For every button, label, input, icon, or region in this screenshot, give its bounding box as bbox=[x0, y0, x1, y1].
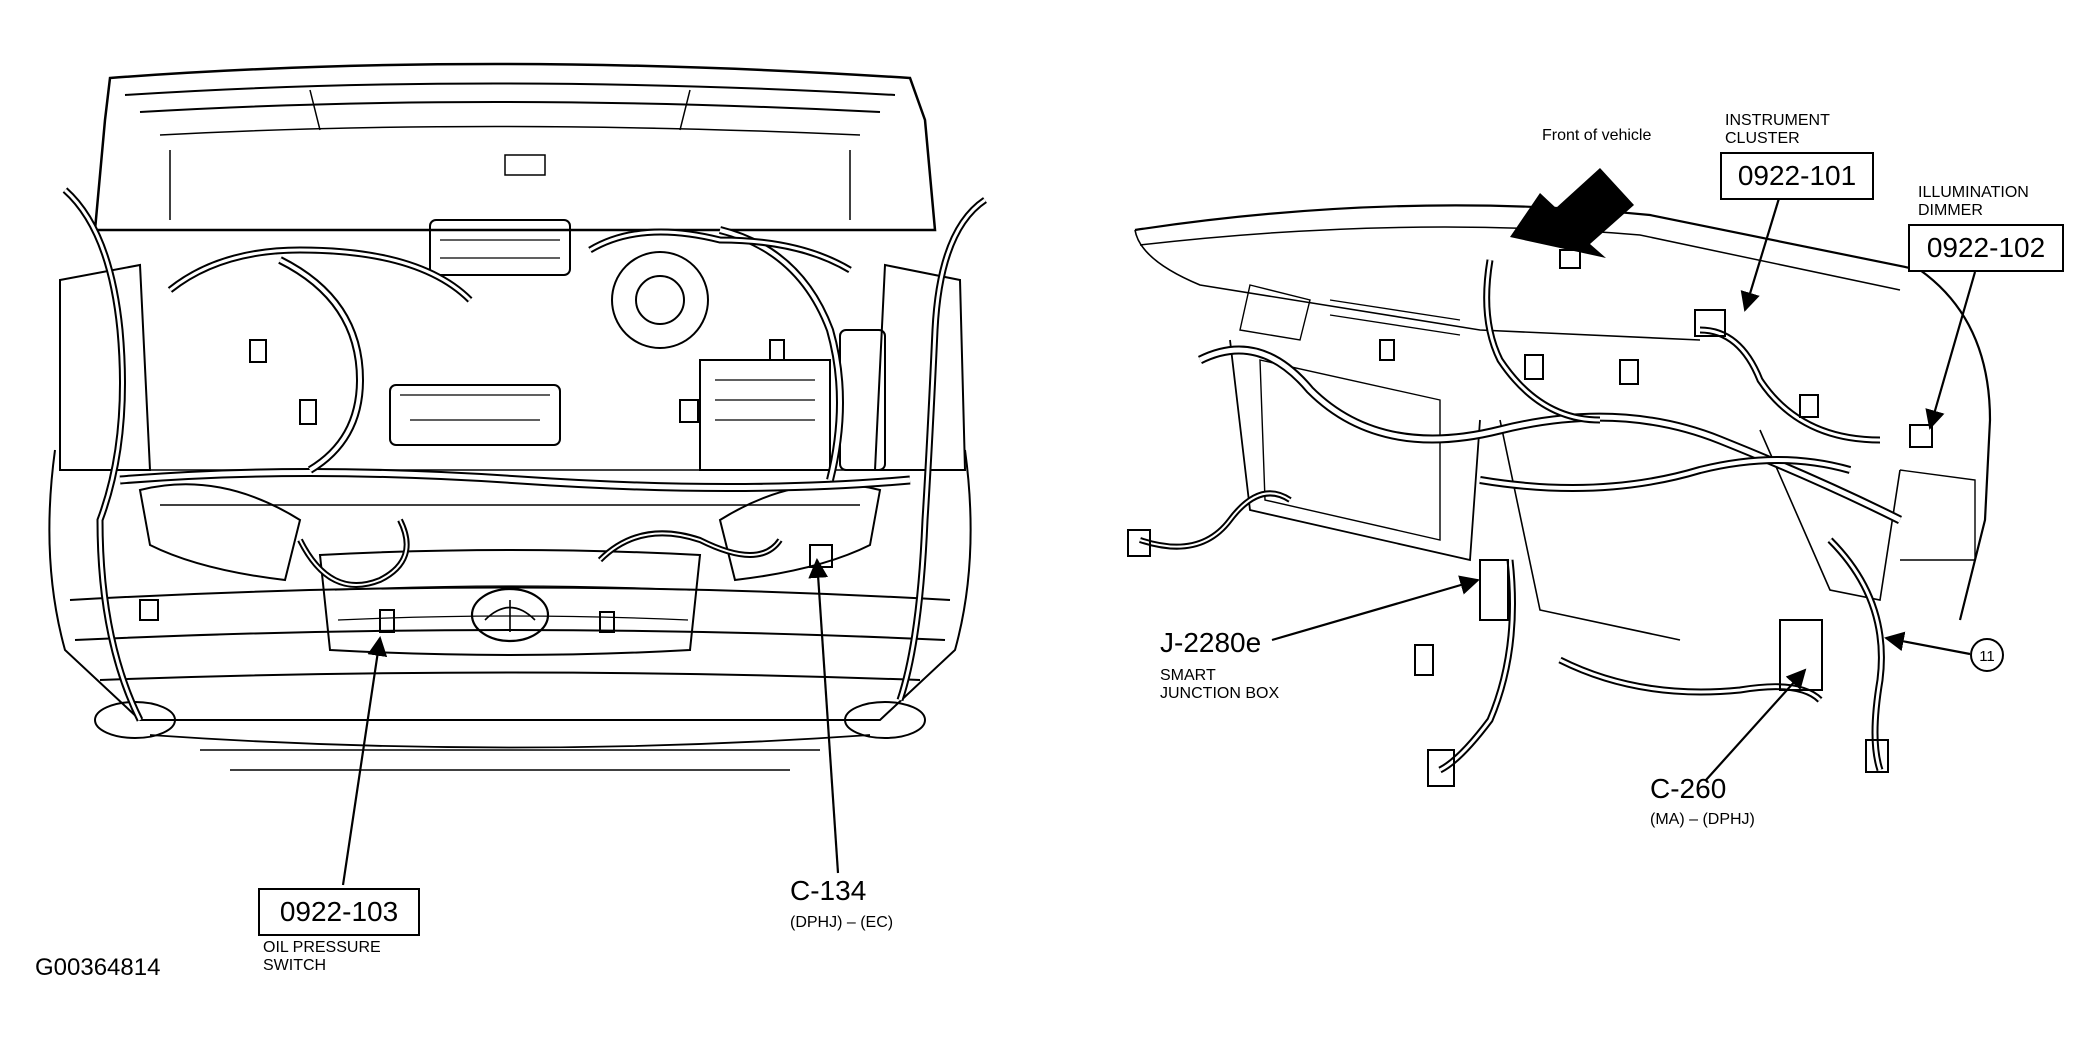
oil-pressure-switch-desc-line2: SWITCH bbox=[263, 957, 327, 974]
c260-code: C-260 bbox=[1650, 773, 1727, 804]
illumination-dimmer-desc-line1: ILLUMINATION bbox=[1918, 184, 2029, 201]
reference-number-11: 11 bbox=[1979, 648, 1995, 665]
front-of-vehicle-label: Front of vehicle bbox=[1542, 127, 1652, 144]
smart-junction-box-desc-line1: SMART bbox=[1160, 667, 1216, 684]
leader-lines bbox=[341, 194, 1977, 886]
oil-pressure-switch-code-box: 0922-103 bbox=[258, 888, 420, 936]
c260-desc: (MA) – (DPHJ) bbox=[1650, 811, 1755, 828]
instrument-cluster-code-box: 0922-101 bbox=[1720, 152, 1874, 200]
instrument-panel-illustration bbox=[1127, 204, 1992, 787]
illumination-dimmer-code-box: 0922-102 bbox=[1908, 224, 2064, 272]
c134-desc: (DPHJ) – (EC) bbox=[790, 914, 894, 931]
oil-pressure-switch-desc-line1: OIL PRESSURE bbox=[263, 939, 381, 956]
c134-code: C-134 bbox=[790, 875, 867, 906]
smart-junction-box-desc-line2: JUNCTION BOX bbox=[1160, 685, 1280, 702]
figure-id: G00364814 bbox=[35, 954, 161, 981]
engine-compartment-illustration bbox=[48, 62, 988, 771]
illumination-dimmer-desc-line2: DIMMER bbox=[1918, 202, 1983, 219]
reference-number-circle bbox=[1970, 638, 2004, 672]
front-direction-arrow bbox=[1510, 168, 1634, 258]
instrument-cluster-desc-line2: CLUSTER bbox=[1725, 130, 1800, 147]
smart-junction-box-code: J-2280e bbox=[1160, 627, 1262, 658]
instrument-cluster-desc-line1: INSTRUMENT bbox=[1725, 112, 1830, 129]
